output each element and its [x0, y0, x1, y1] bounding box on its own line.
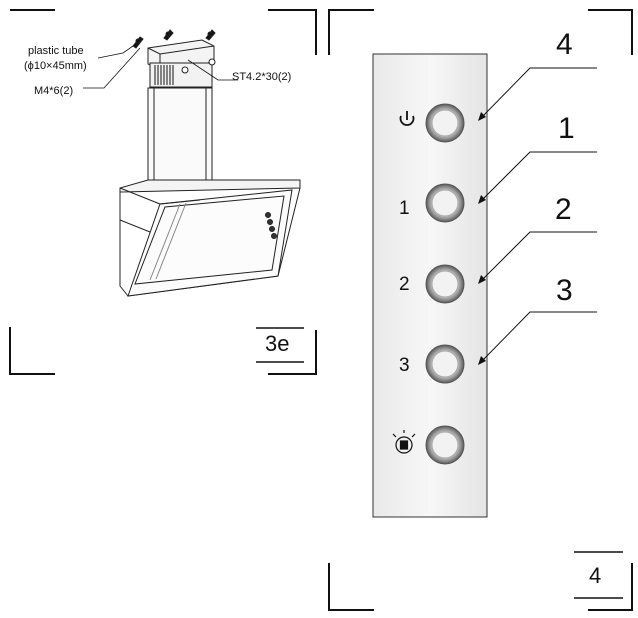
- range-hood-illustration: [119, 29, 301, 297]
- crop-marks-left: [9, 9, 317, 375]
- screw-st-label: ST4.2*30(2): [232, 71, 292, 83]
- plastic-tube-label: plastic tube: [28, 45, 84, 57]
- screw-m4-label: M4*6(2): [34, 85, 74, 97]
- figure-id-box-right: [574, 551, 623, 599]
- callout-number-power: 4: [556, 28, 573, 61]
- button-label-2: 2: [399, 274, 410, 295]
- light-icon: [392, 430, 416, 454]
- button-label-1: 1: [399, 198, 410, 219]
- callout-number-speed-1: 1: [558, 112, 575, 145]
- knobs: [425, 103, 465, 465]
- callout-arrowheads: [478, 112, 486, 365]
- callout-number-speed-3: 3: [556, 274, 573, 307]
- leader-lines-left: [83, 45, 238, 89]
- figure-id-box-left: [256, 327, 304, 363]
- callout-number-speed-2: 2: [555, 193, 572, 226]
- crop-marks-right: [328, 9, 633, 611]
- figure-id-right: 4: [589, 563, 602, 588]
- tube-size-label: (ϕ10×45mm): [24, 60, 87, 72]
- power-icon: [399, 111, 415, 126]
- button-label-3: 3: [399, 355, 410, 376]
- figure-id-left: 3e: [265, 331, 290, 356]
- callout-lines-right: [480, 67, 597, 363]
